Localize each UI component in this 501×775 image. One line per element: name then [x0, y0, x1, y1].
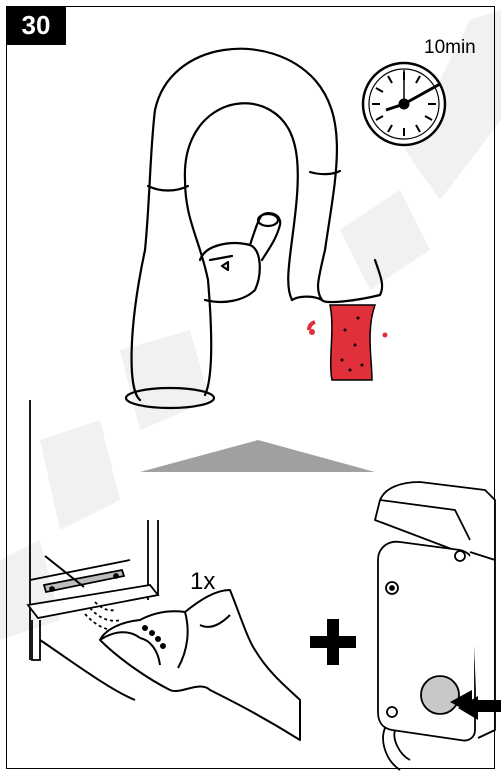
- control-box: [374, 481, 496, 771]
- faucet: [124, 47, 384, 410]
- content-frame: [6, 6, 495, 769]
- water-stream-icon: [307, 304, 388, 381]
- foot-icon: [39, 589, 301, 741]
- stopwatch-icon: [361, 61, 447, 147]
- cabinet-sensor: [26, 400, 160, 661]
- press-count-label: 1x: [190, 568, 216, 595]
- watermark: [0, 10, 501, 640]
- timer-label: 10min: [424, 37, 476, 58]
- step-number-badge: 30: [6, 6, 66, 45]
- push-arrow-icon: [450, 690, 501, 720]
- plus-icon: [310, 619, 356, 665]
- up-arrow-icon: [140, 440, 375, 472]
